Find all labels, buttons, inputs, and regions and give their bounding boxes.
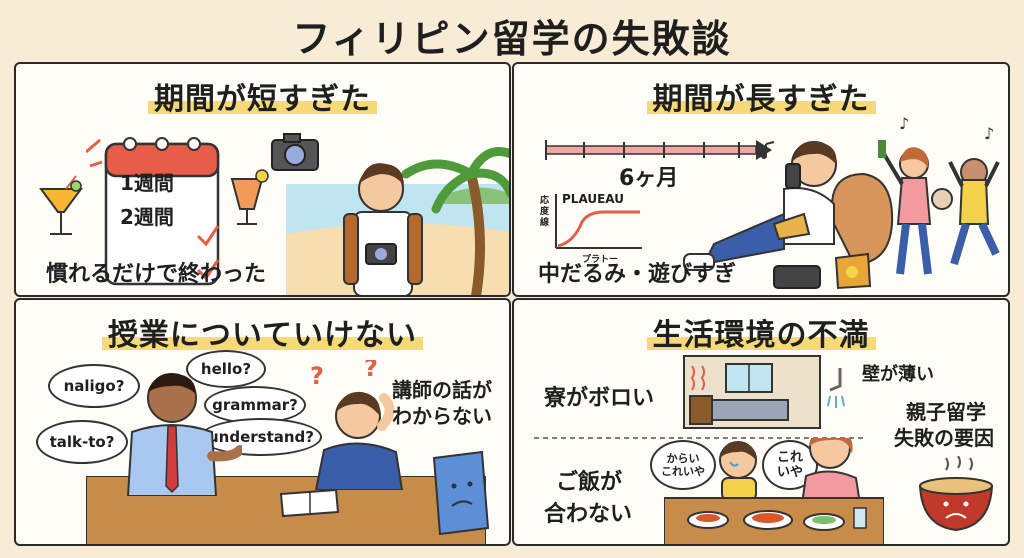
panel-short-duration: 期間が短すぎた 1週間 2週間 [14,62,511,297]
cocktail-icon [39,175,83,235]
timeline-arrow [545,140,772,160]
panel-living-environment: 生活環境の不満 寮がボロい 壁が薄い 親子留学 失敗の要因 ご飯が 合わない か… [512,298,1010,546]
caption-class-1: 講師の話が [392,378,492,402]
teacher [126,373,242,496]
lazy-student [683,141,894,271]
panel-title-class: 授業についていけない [16,310,509,354]
plateau-y-label: 応度線 [540,196,550,228]
panel-title-long: 期間が長すぎた [514,74,1008,118]
svg-text:♪: ♪ [899,114,909,133]
panel-class-difficulty: 授業についていけない naligo? hello? grammar? talk-… [14,298,511,546]
confused-student: ? ? [310,360,404,490]
cocktail-icon-right [230,169,269,225]
plateau-x-label: プラトー [582,255,619,265]
camera-icon [271,133,319,171]
svg-text:?: ? [364,360,378,382]
food-caption-1: ご飯が [556,470,623,495]
bubble-naligo: naligo? [48,364,140,408]
sad-book-icon [432,450,490,536]
svg-text:♪: ♪ [984,124,994,143]
bubble-talk-to: talk-to? [36,420,128,464]
sad-soup-icon [918,456,994,532]
kid-speech-bubble: からいこれいや [650,440,716,490]
panel-long-duration: 期間が長すぎた 6ヶ月 PLAUEAU 応度線 プラトー [512,62,1010,297]
family-caption-2: 失敗の要因 [894,426,994,450]
family-caption-1: 親子留学 [906,400,986,424]
caption-long: 中だるみ・遊びすぎ [538,262,737,287]
caption-class-2: わからない [392,404,492,428]
shower-icon [827,368,845,408]
wall-label: 壁が薄い [862,364,934,385]
panel-title-living: 生活環境の不満 [514,310,1008,354]
food-caption-2: 合わない [544,502,633,527]
phone-icon [773,265,821,289]
beach-scene [286,147,509,295]
divider-line [534,437,864,439]
calendar-icon [86,137,220,286]
bubble-understand: understand? [200,418,322,456]
page-title: フィリピン留学の失敗談 [292,17,732,61]
dorm-label: 寮がボロい [544,386,655,411]
family-dinner [664,438,884,544]
caption-short: 慣れるだけで終わった [46,262,267,287]
snack-bag-icon [834,252,872,290]
shabby-room [683,355,821,429]
svg-text:?: ? [310,362,324,390]
party-friends: ♪ ♪ [878,114,1000,275]
bubble-hello: hello? [186,350,266,388]
plateau-chart [555,194,642,249]
panel-title-short: 期間が短すぎた [16,74,509,118]
calendar-label-1week: 1週間 [120,171,174,195]
duration-label: 6ヶ月 [619,166,679,191]
calendar-label-2weeks: 2週間 [120,205,174,229]
plateau-label: PLAUEAU [562,192,624,206]
